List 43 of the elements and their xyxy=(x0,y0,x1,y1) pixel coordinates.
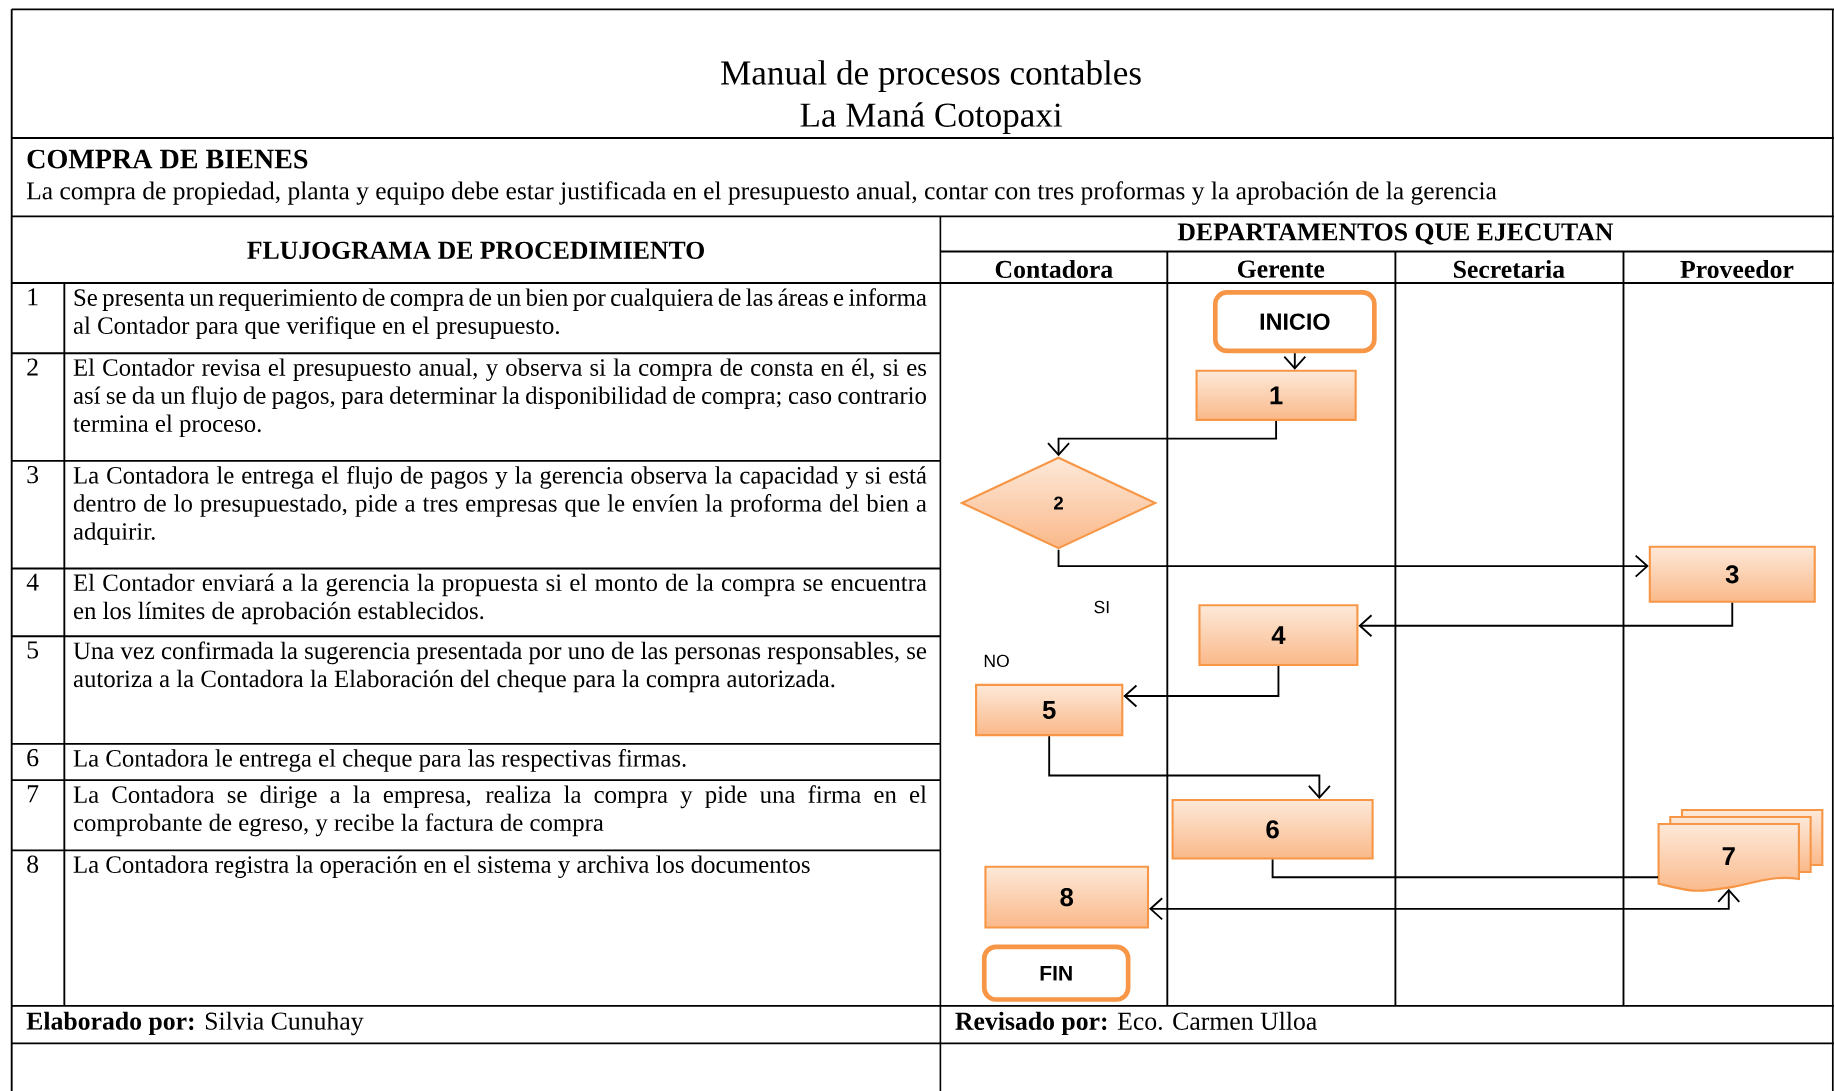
connector-line xyxy=(1271,858,1660,879)
process-box: 1 xyxy=(1195,369,1357,421)
step-number: 5 xyxy=(27,641,39,659)
document-title: Manual de procesos contables xyxy=(721,60,1141,92)
double-arrow xyxy=(1149,888,1741,921)
lane-header: Secretaria xyxy=(1454,259,1565,278)
step-number: 8 xyxy=(27,855,39,873)
arrow xyxy=(1048,735,1331,799)
arrow xyxy=(1057,548,1649,578)
terminal-box: INICIO xyxy=(1212,289,1377,354)
decision-label: SI xyxy=(1094,600,1109,614)
process-box: 3 xyxy=(1648,545,1816,603)
subtitle: La Maná Cotopaxi xyxy=(800,102,1062,134)
lane-header: Contadora xyxy=(995,259,1113,278)
description-text: La compra de propiedad, planta y equipo debe estar justificada en el presupuesto anual, contar con tres proformas y la aprobación de la gerencia xyxy=(26,181,1497,205)
process-box: 4 xyxy=(1198,604,1359,666)
signature-label: Elaborado por: Silvia Cunuhay xyxy=(26,1011,364,1035)
step-description: La Contadora le entrega el flujo de pagos y la gerencia observa la capacidad y si está dentro de lo presupuestado, pide a tres empresas que le envíen la proforma del bien a adquirir. xyxy=(73,465,927,545)
process-box: 6 xyxy=(1171,798,1374,860)
step-number: 2 xyxy=(27,358,38,376)
step-description: El Contador revisa el presupuesto anual, y observa si la compra de consta en él, si es así se da un flujo de pagos, para determinar la disponibilidad de compra; caso contrario termina el proceso. xyxy=(73,358,927,437)
arrow xyxy=(1358,601,1734,638)
step-description: Una vez confirmada la sugerencia presentada por uno de las personas responsables, se autoriza a la Contadora la Elaboración del cheque para la compra autorizada. xyxy=(73,641,927,693)
column-header: FLUJOGRAMA DE PROCEDIMIENTO xyxy=(247,241,704,259)
step-description: La Contadora le entrega el cheque para las respectivas firmas. xyxy=(73,748,686,772)
section-heading: COMPRA DE BIENES xyxy=(27,149,308,169)
step-number: 4 xyxy=(26,573,39,591)
step-number: 6 xyxy=(27,748,39,767)
column-header: DEPARTAMENTOS QUE EJECUTAN xyxy=(1177,223,1614,245)
step-description: Se presenta un requerimiento de compra de un bien por cualquiera de las áreas e informa al Contador para que verifique en el presupuesto. xyxy=(73,288,927,339)
arrow xyxy=(1123,664,1280,708)
process-box: 8 xyxy=(984,865,1150,929)
step-description: La Contadora se dirige a la empresa, realiza la compra y pide una firma en el comprobante de egreso, y recibe la factura de compra xyxy=(73,785,927,837)
decision-label: NO xyxy=(984,654,1009,667)
terminal-box: FIN xyxy=(981,944,1131,1002)
lane-header: Proveedor xyxy=(1680,259,1794,278)
step-description: La Contadora registra la operación en el sistema y archiva los documentos xyxy=(73,855,810,878)
arrow xyxy=(1047,419,1278,457)
process-box: 5 xyxy=(975,683,1124,737)
step-number: 1 xyxy=(28,288,38,306)
step-description: El Contador enviará a la gerencia la propuesta si el monto de la compra se encuentra en los límites de aprobación establecidos. xyxy=(73,573,927,625)
step-number: 7 xyxy=(27,785,39,802)
step-number: 3 xyxy=(27,465,39,484)
